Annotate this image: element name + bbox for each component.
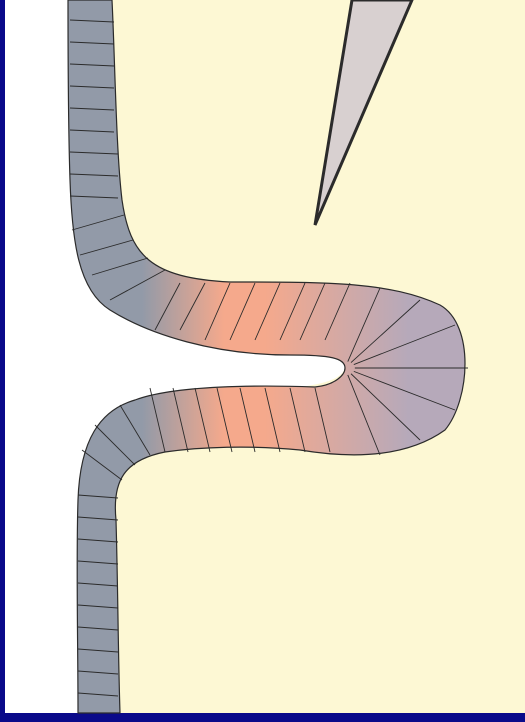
- figure-frame: [0, 0, 525, 722]
- tissue-fold-diagram: [0, 0, 525, 722]
